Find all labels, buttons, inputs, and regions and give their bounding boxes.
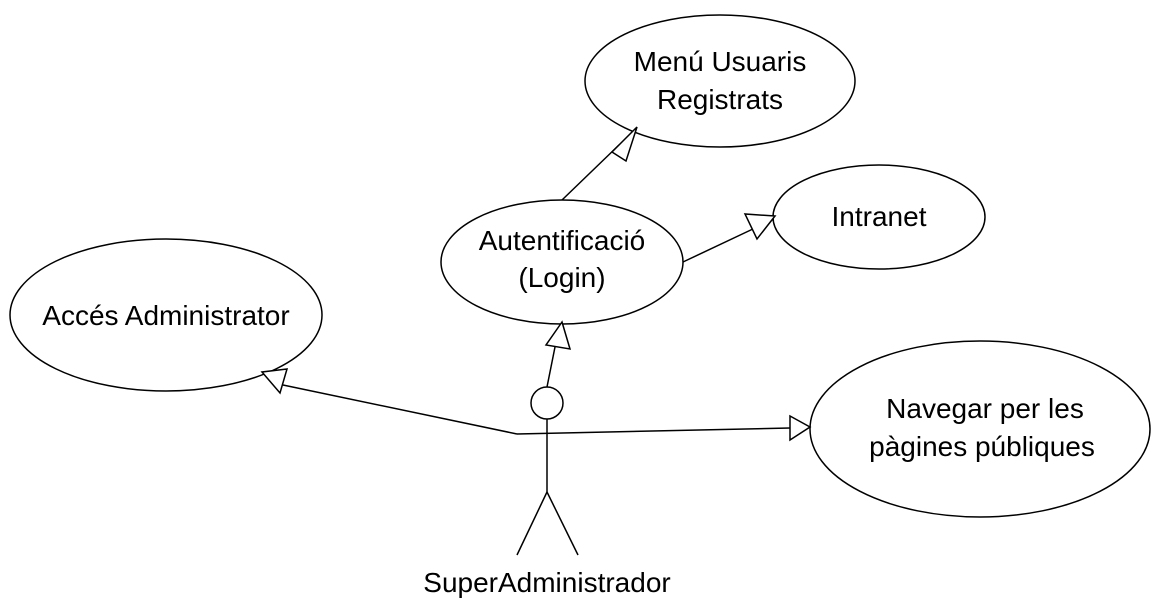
use-case-ellipse [584, 14, 856, 148]
relation-actor-to-login [544, 320, 572, 388]
use-case-label-line2: pàgines públiques [869, 431, 1095, 462]
generalization-arrowhead [544, 320, 572, 350]
relation-line [546, 341, 557, 388]
relation-line [516, 427, 791, 435]
generalization-arrowhead [610, 126, 638, 163]
use-case-navegar: Navegar per les pàgines públiques [809, 340, 1151, 518]
use-case-ellipse [9, 238, 323, 392]
relation-login-to-menu [561, 126, 638, 201]
use-case-menu-usuaris-registrats: Menú Usuaris Registrats [584, 14, 856, 148]
relation-actor-to-acces-admin [260, 368, 518, 435]
use-case-acces-administrator: Accés Administrator [9, 238, 323, 392]
use-case-autentificacio: Autentificació (Login) [440, 199, 684, 325]
relation-line [282, 384, 518, 435]
actor-label: SuperAdministrador [423, 567, 670, 598]
generalization-arrowhead [789, 414, 812, 442]
actor-left-leg [516, 491, 548, 556]
use-case-label: Intranet [832, 201, 927, 232]
relation-login-to-intranet [682, 213, 777, 263]
relation-line [561, 144, 620, 201]
actor-right-leg [546, 491, 579, 556]
use-case-label-line1: Menú Usuaris [634, 46, 807, 77]
actor-head [530, 386, 564, 420]
use-case-ellipse [809, 340, 1151, 518]
use-case-label-line2: (Login) [518, 262, 605, 293]
use-case-label-line1: Navegar per les [886, 393, 1084, 424]
use-case-label: Accés Administrator [42, 300, 289, 331]
actor-superadministrador: SuperAdministrador [423, 386, 671, 598]
use-case-label-line1: Autentificació [479, 225, 646, 256]
relation-actor-to-navegar [516, 414, 812, 442]
relation-line [682, 227, 756, 263]
generalization-arrowhead [743, 213, 777, 241]
generalization-arrowhead [260, 368, 289, 395]
use-case-intranet: Intranet [772, 164, 986, 270]
use-case-label-line2: Registrats [657, 84, 783, 115]
